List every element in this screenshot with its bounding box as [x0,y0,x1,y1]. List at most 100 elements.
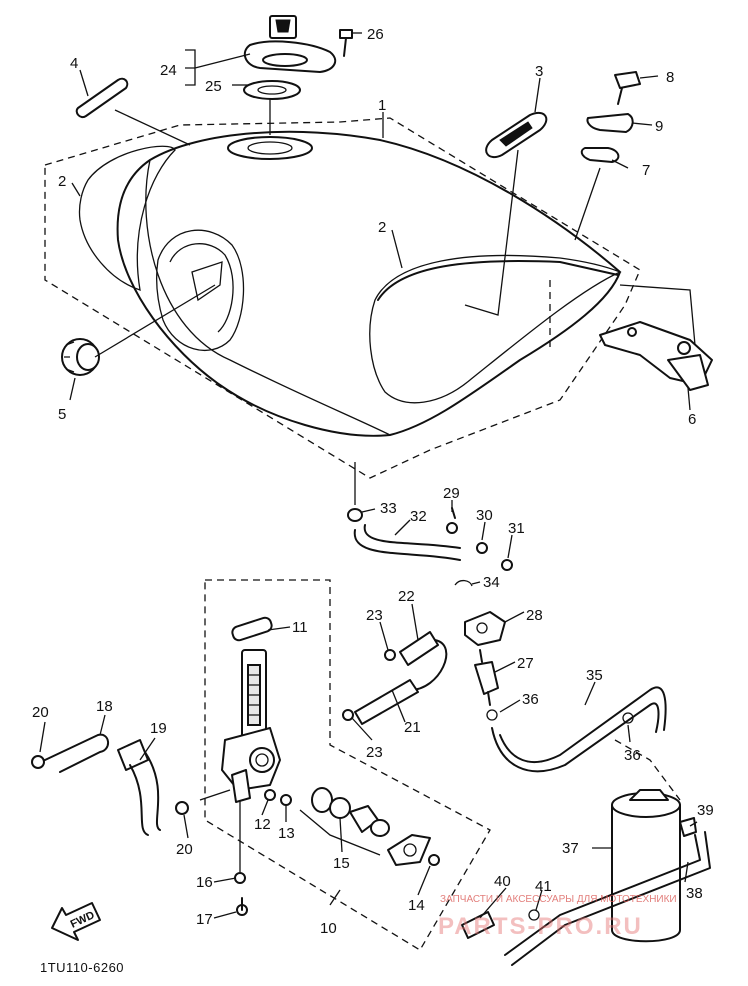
callout-10: 10 [320,920,337,937]
part-35-hose [491,686,667,773]
callout-21: 21 [404,719,421,736]
callout-23-upper: 23 [366,607,383,624]
part-5-grommet [61,338,100,376]
part-38-hose [504,831,711,966]
part-19-hose [117,739,161,836]
part-20-clip-right [175,801,189,815]
part-30-nut [476,542,488,554]
part-8-bolt [614,71,641,105]
part-33-clip [347,508,363,522]
callout-9: 9 [655,118,663,135]
callout-11: 11 [292,619,308,636]
callout-26: 26 [367,26,384,43]
callout-2-left: 2 [58,173,66,190]
callout-29: 29 [443,485,460,502]
part-28-bracket [464,611,506,646]
part-17-screw [236,897,248,916]
diagram-code: 1TU110-6260 [40,960,124,975]
fuel-cock [221,649,281,803]
fuel-tank [116,130,622,437]
part-36-clamp-lower [622,712,634,724]
callout-24: 24 [160,62,177,79]
callout-19: 19 [150,720,167,737]
part-3-emblem [485,111,548,159]
callout-33: 33 [380,500,397,517]
tank-gasket-left [78,145,176,291]
part-32-hose [353,524,461,561]
fwd-arrow-icon: FWD [51,902,101,941]
filter-group-dashed-outline [614,739,681,801]
part-20-clip-left [31,755,45,769]
part-23-clip-upper [384,649,396,661]
part-27-valve [474,649,499,706]
part-25-cap-gasket [243,80,301,100]
part-34-clip [454,579,473,587]
callout-2-right: 2 [378,219,386,236]
callout-7: 7 [642,162,650,179]
part-4-emblem [75,77,129,118]
callout-3: 3 [535,63,543,80]
part-31-nut [501,559,513,571]
part-18-hose [44,733,109,773]
callout-13: 13 [278,825,295,842]
callout-23-lower: 23 [366,744,383,761]
part-11-oring [231,616,273,642]
callout-20-right: 20 [176,841,193,858]
callout-40: 40 [494,873,511,890]
part-7-damper [580,147,620,163]
part-14-cover-plate [387,834,440,866]
callout-34: 34 [483,574,500,591]
callout-15: 15 [333,855,350,872]
callout-labels: 24 25 26 4 3 1 8 9 7 2 2 5 6 33 29 32 30… [32,26,714,937]
callout-35: 35 [586,667,603,684]
callout-37: 37 [562,840,579,857]
part-22-hose [399,631,448,691]
part-37-canister [611,789,681,943]
leader-lines-lower [39,500,698,919]
part-41-clamp [528,909,540,921]
part-9-bracket [586,113,634,133]
callout-41: 41 [535,878,552,895]
callout-4: 4 [70,55,78,72]
part-24-fuel-cap [243,15,337,73]
callout-5: 5 [58,406,66,423]
part-21-hose [354,679,419,725]
callout-30: 30 [476,507,493,524]
callout-27: 27 [517,655,534,672]
callout-28: 28 [526,607,543,624]
callout-16: 16 [196,874,213,891]
callout-38: 38 [686,885,703,902]
leader-lines-tank [69,32,696,411]
watermark-line2: PARTS-PRO.RU [438,913,643,940]
callout-31: 31 [508,520,525,537]
fuel-cock-group-dashed-outline [204,579,491,951]
callout-17: 17 [196,911,213,928]
part-12-washer [264,789,276,801]
callout-6: 6 [688,411,696,428]
callout-36-lower: 36 [624,747,641,764]
callout-25: 25 [205,78,222,95]
part-40-hose-end [461,911,495,939]
callout-8: 8 [666,69,674,86]
watermark-line1: ЗАПЧАСТИ И АКСЕССУАРЫ ДЛЯ МОТОТЕХНИКИ [440,894,677,905]
callout-20-left: 20 [32,704,49,721]
callout-39: 39 [697,802,714,819]
part-36-clamp-upper [486,709,498,721]
part-15-lever-set [311,787,390,837]
callout-14: 14 [408,897,425,914]
part-16-washer [234,872,246,884]
callout-18: 18 [96,698,113,715]
callout-1: 1 [378,97,386,114]
callout-32: 32 [410,508,427,525]
part-39-fitting [679,817,697,837]
callout-12: 12 [254,816,271,833]
part-13-screw [280,794,292,806]
watermark: ЗАПЧАСТИ И АКСЕССУАРЫ ДЛЯ МОТОТЕХНИКИ PA… [438,894,677,940]
part-6-rear-bracket [599,321,713,391]
part-26-screw [339,29,353,57]
part-23-clip-lower [342,709,354,721]
tank-group-dashed-outline [44,117,641,479]
callout-36-upper: 36 [522,691,539,708]
callout-22: 22 [398,588,415,605]
